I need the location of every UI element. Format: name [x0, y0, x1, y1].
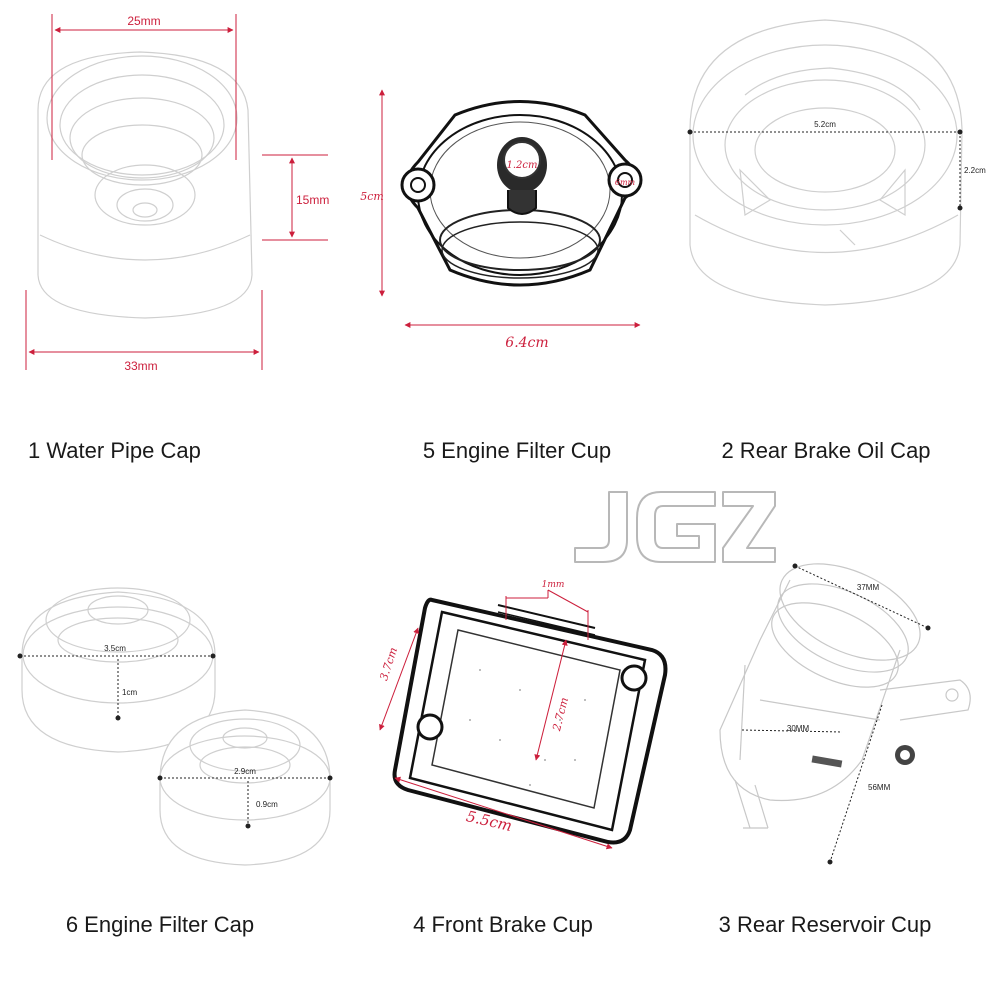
- filter-cap-big-width-dimension: 3.5cm: [104, 644, 126, 653]
- front-brake-side-dimension: 3.7cm: [377, 646, 400, 682]
- caption-front-brake-cup: 4 Front Brake Cup: [413, 912, 593, 937]
- caption-rear-brake-oil-cap: 2 Rear Brake Oil Cap: [721, 438, 931, 463]
- filter-cap-small-height-dimension: 0.9cm: [256, 800, 278, 809]
- water-top-dimension: 25mm: [127, 14, 160, 28]
- rear-reservoir-cup-dimensions: [741, 565, 929, 863]
- water-bottom-dimension: 33mm: [124, 359, 157, 373]
- caption-engine-filter-cap: 6 Engine Filter Cap: [65, 912, 255, 937]
- jgz-logo: [574, 491, 776, 563]
- rear-brake-oil-cap-dimensions: [690, 131, 961, 208]
- engine-filter-cup-drawing: [400, 100, 643, 287]
- caption-engine-filter-cup: 5 Engine Filter Cup: [422, 438, 612, 463]
- filter-cup-width-dimension: 6.4cm: [505, 335, 548, 351]
- reservoir-top-dimension: 37MM: [857, 583, 880, 592]
- caption-rear-reservoir-cup: 3 Rear Reservoir Cup: [718, 912, 932, 937]
- water-pipe-cap-dimensions: [25, 14, 328, 370]
- reservoir-mid-dimension: 30MM: [787, 724, 810, 733]
- water-side-dimension: 15mm: [296, 193, 329, 207]
- filter-cup-height-dimension: 5cm: [360, 190, 384, 203]
- front-brake-cup-drawing: [392, 597, 668, 845]
- filter-cap-small-width-dimension: 2.9cm: [234, 767, 256, 776]
- caption-water-pipe-cap: 1 Water Pipe Cap: [28, 438, 201, 463]
- filter-cap-big-height-dimension: 1cm: [122, 688, 137, 697]
- filter-cup-center-dimension: 1.2cm: [507, 160, 538, 171]
- rear-brake-oil-cap-drawing: [689, 19, 963, 306]
- reservoir-side-dimension: 56MM: [868, 783, 891, 792]
- front-brake-cup-dimensions: [379, 589, 613, 850]
- rear-reservoir-cup-drawing: [719, 563, 971, 829]
- front-brake-top-dimension: 1mm: [542, 580, 565, 590]
- filter-cup-hole-dimension: 6mm: [615, 178, 636, 187]
- water-pipe-cap-drawing: [37, 51, 253, 319]
- engine-filter-cup-dimensions: [379, 89, 641, 328]
- oil-cap-width-dimension: 5.2cm: [814, 120, 836, 129]
- engine-filter-cap-dimensions: [20, 655, 330, 826]
- oil-cap-height-dimension: 2.2cm: [964, 166, 986, 175]
- engine-filter-cap-drawing: [21, 587, 331, 866]
